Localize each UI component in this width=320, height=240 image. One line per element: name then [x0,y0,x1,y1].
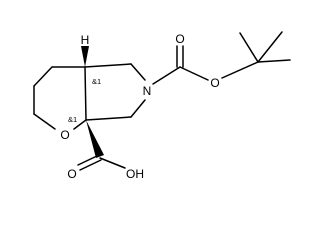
bond-carbonyl-ester-o [179,66,209,81]
stereo-label-bottom: &1 [68,115,77,124]
bond-pyrrolidine-top [84,63,132,68]
atom-o-carbonyl-boc: O [175,32,184,46]
bond-acid-double-1 [77,154,100,166]
bond-tbu-methyl-up [239,32,259,63]
atom-n: N [143,84,152,98]
bond-ring-o-c7a [73,119,87,130]
bond-ring-fusion [84,66,87,121]
atom-h: H [81,33,90,47]
bond-acid-double-2 [79,159,102,171]
bond-tbu-methyl-right [257,59,291,63]
bond-acid-oh [99,157,126,169]
wedge-bond-carboxyl [86,120,104,158]
bond-ring-left-lower [33,113,56,130]
bond-pyrrolidine-n-c-lower [130,99,146,118]
bond-lines [33,31,291,171]
molecule-structure: H N O O O O OH &1 &1 [33,31,291,181]
atom-oh-acid: OH [126,167,144,181]
stereo-label-top: &1 [92,77,101,86]
bond-ester-o-tbu [221,61,259,79]
atom-o-ring: O [60,128,69,142]
wedge-bond-h [81,46,89,67]
bond-ring-left-upper [33,66,53,87]
bond-n-carbonyl [152,66,181,85]
bond-pyrrolidine-bottom [85,116,132,121]
bond-pyrrolidine-c-n-upper [130,63,146,81]
atom-o-ester-boc: O [210,76,219,90]
bond-tbu-methyl-upright [257,31,283,63]
atom-o-carbonyl-acid: O [67,167,76,181]
